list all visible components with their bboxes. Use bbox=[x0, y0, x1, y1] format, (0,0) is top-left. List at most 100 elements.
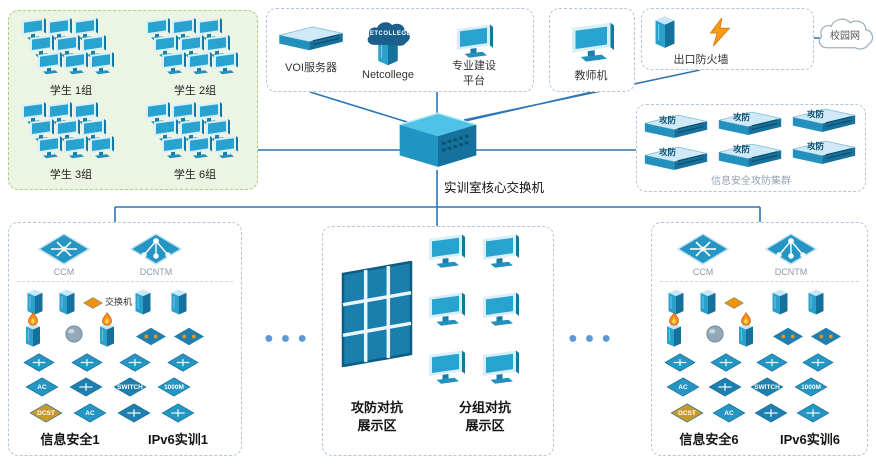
server-tower-icon bbox=[806, 287, 826, 322]
router-icon bbox=[71, 353, 103, 377]
ccm-icon bbox=[37, 233, 91, 270]
router-icon bbox=[23, 353, 55, 377]
ccm-label: CCM bbox=[53, 267, 75, 277]
campus-label: 校园网 bbox=[830, 30, 860, 42]
lab-box-6: CCM DCNTM AC SWITCH 1000M DCST AC 信息安全6 … bbox=[651, 222, 868, 456]
dcst-device-icon: DCST bbox=[670, 403, 704, 423]
monitor-cluster-icon bbox=[22, 18, 114, 75]
server-tower-icon bbox=[57, 287, 77, 322]
continuation-dots-left: ●●● bbox=[264, 330, 314, 347]
divider bbox=[660, 281, 859, 282]
display-monitor-icon bbox=[427, 349, 467, 390]
platform-label: 专业建设 平台 bbox=[452, 60, 496, 87]
student-group-label: 学生 3组 bbox=[49, 169, 93, 181]
lab-ipv6-label: IPv6实训1 bbox=[148, 432, 208, 447]
server-tower-icon bbox=[169, 287, 189, 322]
platform-icon bbox=[455, 23, 495, 64]
server-tower-icon bbox=[698, 287, 718, 322]
student-group-2: 学生 2组 bbox=[143, 17, 247, 98]
switch-1000m-icon: 1000M bbox=[792, 377, 830, 397]
switch-device-icon: SWITCH bbox=[111, 377, 149, 397]
lab-box-1: CCM DCNTM 交换机 AC SWITCH 1000M DCST AC 信息… bbox=[8, 222, 242, 456]
display-monitor-icon bbox=[427, 291, 467, 332]
ccm-label: CCM bbox=[692, 267, 714, 277]
cluster-rack: 攻防 bbox=[791, 139, 857, 172]
display-monitor-icon bbox=[481, 291, 521, 332]
monitor-cluster-icon bbox=[146, 18, 238, 75]
firewall-device-icon bbox=[664, 312, 684, 354]
server-tower-icon bbox=[133, 287, 153, 322]
display-monitor-icon bbox=[427, 233, 467, 274]
router-icon bbox=[69, 377, 103, 402]
ac-device-icon: AC bbox=[25, 377, 59, 397]
monitor-cluster-icon bbox=[22, 102, 114, 159]
switch-1000m-icon: 1000M bbox=[155, 377, 193, 397]
display-monitor-icon bbox=[481, 233, 521, 274]
hub-icon bbox=[173, 327, 205, 351]
cluster-rack: 攻防 bbox=[717, 110, 783, 143]
router-icon bbox=[754, 403, 788, 428]
teacher-box: 教师机 bbox=[549, 8, 635, 92]
egress-firewall-label: 出口防火墙 bbox=[673, 54, 729, 66]
student-groups-box: 学生 1组 学生 2组 学生 3组 学生 6组 bbox=[8, 10, 258, 190]
netcollege-cloud-icon: NETCOLLEGE bbox=[359, 19, 417, 49]
switch-device-icon: SWITCH bbox=[748, 377, 786, 397]
student-group-label: 学生 2组 bbox=[173, 85, 217, 97]
group-area-label: 分组对抗 展示区 bbox=[458, 400, 511, 433]
netlog-sphere-icon bbox=[706, 325, 724, 348]
firewall-icon bbox=[652, 13, 678, 56]
lab-sec-label: 信息安全1 bbox=[40, 432, 100, 447]
student-group-6: 学生 6组 bbox=[143, 101, 247, 182]
dcntm-label: DCNTM bbox=[774, 267, 808, 277]
ac-device-icon: AC bbox=[666, 377, 700, 397]
ac-device-icon: AC bbox=[73, 403, 107, 423]
router-icon bbox=[167, 353, 199, 377]
dcntm-label: DCNTM bbox=[139, 267, 173, 277]
dcst-device-icon: DCST bbox=[29, 403, 63, 423]
student-group-3: 学生 3组 bbox=[19, 101, 123, 182]
display-monitor-icon bbox=[481, 349, 521, 390]
firewall-device-icon bbox=[23, 312, 43, 354]
hub-icon bbox=[772, 327, 804, 351]
dcntm-icon bbox=[764, 233, 818, 270]
cluster-rack: 攻防 bbox=[791, 107, 857, 140]
firewall-device-icon bbox=[97, 312, 117, 354]
router-icon bbox=[756, 353, 788, 377]
voi-server-label: VOI服务器 bbox=[285, 62, 337, 74]
lab-sec-label: 信息安全6 bbox=[679, 432, 739, 447]
ac-device-icon: AC bbox=[712, 403, 746, 423]
router-icon bbox=[710, 353, 742, 377]
netcollege-label: Netcollege bbox=[362, 69, 414, 81]
egress-box: 出口防火墙 bbox=[641, 8, 814, 70]
video-wall-icon bbox=[337, 261, 417, 372]
netcollege-badge-text: NETCOLLEGE bbox=[364, 31, 411, 37]
switch-note: 交换机 bbox=[105, 297, 133, 307]
server-tower-icon bbox=[770, 287, 790, 322]
continuation-dots-right: ●●● bbox=[568, 330, 618, 347]
wall-area-label: 攻防对抗 展示区 bbox=[350, 400, 403, 433]
lightning-icon bbox=[706, 17, 734, 52]
cluster-rack: 攻防 bbox=[717, 142, 783, 175]
teacher-computer-icon bbox=[570, 21, 616, 68]
router-icon bbox=[117, 403, 151, 428]
campus-cloud: 校园网 bbox=[814, 14, 876, 54]
ccm-icon bbox=[676, 233, 730, 270]
router-icon bbox=[802, 353, 834, 377]
firewall-device-icon bbox=[736, 312, 756, 354]
cluster-label: 信息安全攻防集群 bbox=[711, 176, 791, 187]
router-icon bbox=[796, 403, 830, 428]
lab-ipv6-label: IPv6实训6 bbox=[780, 432, 840, 447]
router-icon bbox=[161, 403, 195, 428]
student-group-label: 学生 6组 bbox=[173, 169, 217, 181]
core-switch-icon bbox=[392, 108, 484, 177]
hub-icon bbox=[810, 327, 842, 351]
student-group-1: 学生 1组 bbox=[19, 17, 123, 98]
router-icon bbox=[664, 353, 696, 377]
attack-defense-cluster-box: 攻防 攻防 攻防 攻防 攻防 攻防 信息安全攻防集群 bbox=[636, 104, 866, 192]
teacher-label: 教师机 bbox=[574, 70, 608, 82]
monitor-cluster-icon bbox=[146, 102, 238, 159]
hub-icon bbox=[135, 327, 167, 351]
router-icon bbox=[119, 353, 151, 377]
